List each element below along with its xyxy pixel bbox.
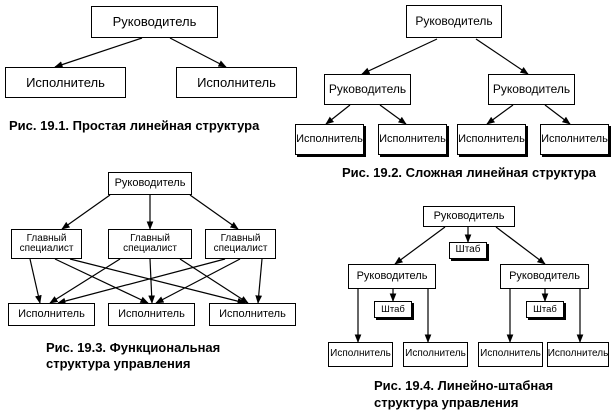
fig4-executor-box-2: Исполнитель (403, 342, 468, 367)
fig1-caption: Рис. 19.1. Простая линейная структура (9, 118, 260, 133)
fig3-caption-line2: структура управления (46, 356, 191, 371)
fig3-chief-specialist-box-2: Главный специалист (108, 229, 192, 259)
fig2-executor-box-3: Исполнитель (457, 124, 526, 155)
fig4-staff-box-right: Штаб (526, 301, 564, 318)
fig1-executor-box-1: Исполнитель (5, 67, 126, 98)
fig2-executor-box-1: Исполнитель (295, 124, 364, 155)
fig3-executor-box-2: Исполнитель (108, 303, 195, 326)
fig2-manager-box: Руководитель (406, 5, 502, 38)
fig1-executor-box-2: Исполнитель (176, 67, 297, 98)
fig4-caption-line1: Рис. 19.4. Линейно-штабная (374, 378, 554, 393)
fig1-manager-box: Руководитель (91, 6, 218, 38)
fig2-caption: Рис. 19.2. Сложная линейная структура (342, 165, 597, 180)
fig4-executor-box-3: Исполнитель (478, 342, 543, 367)
fig4-manager-box-right: Руководитель (500, 264, 589, 289)
fig4-executor-box-1: Исполнитель (328, 342, 393, 367)
fig4-manager-box: Руководитель (423, 206, 515, 227)
fig2-executor-box-4: Исполнитель (540, 124, 609, 155)
fig3-chief-specialist-box-3: Главный специалист (205, 229, 276, 259)
fig3-chief-specialist-box-1: Главный специалист (11, 229, 82, 259)
fig3-caption-line1: Рис. 19.3. Функциональная (46, 340, 221, 355)
fig3-executor-box-1: Исполнитель (8, 303, 95, 326)
fig4-staff-box-left: Штаб (374, 301, 412, 318)
fig3-executor-box-3: Исполнитель (209, 303, 296, 326)
fig2-manager-box-right: Руководитель (488, 74, 575, 105)
fig4-manager-box-left: Руководитель (348, 264, 436, 289)
fig3-manager-box: Руководитель (108, 172, 192, 195)
fig4-staff-box: Штаб (449, 242, 487, 259)
fig2-executor-box-2: Исполнитель (378, 124, 447, 155)
fig4-caption-line2: структура управления (374, 395, 519, 410)
fig2-manager-box-left: Руководитель (324, 74, 411, 105)
fig4-executor-box-4: Исполнитель (547, 342, 609, 367)
